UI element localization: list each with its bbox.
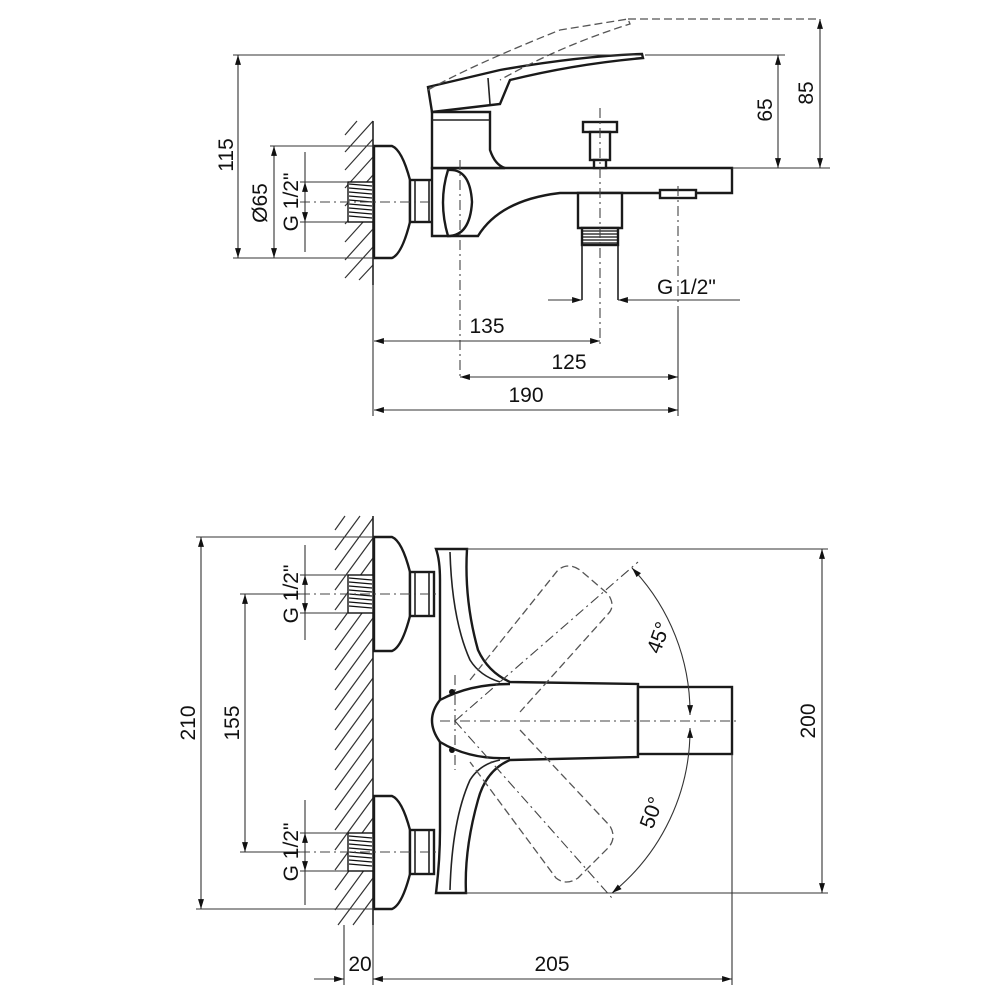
dim-angle-50: 50° — [636, 794, 668, 832]
dim-115: 115 — [215, 138, 238, 171]
dim-20: 20 — [348, 953, 371, 976]
dim-190: 190 — [508, 384, 543, 407]
dim-g12-lower: G 1/2" — [280, 823, 303, 882]
body-nut-side — [441, 168, 474, 238]
dim-210: 210 — [177, 705, 200, 740]
dim-155: 155 — [221, 705, 244, 740]
cartridge-housing-side — [430, 110, 506, 170]
dim-diameter-65: Ø65 — [249, 183, 272, 223]
dim-g12-upper: G 1/2" — [280, 565, 303, 624]
dim-200: 200 — [797, 703, 820, 738]
mixer-body-side — [430, 166, 734, 238]
dim-g12-inlet-side: G 1/2" — [280, 173, 303, 232]
lever-rotated-45-ghost — [469, 565, 613, 713]
top-view: 210 155 G 1/2" G 1/2" 45° 50° 200 20 205 — [177, 515, 828, 985]
dim-135: 135 — [469, 315, 504, 338]
dim-125: 125 — [551, 351, 586, 374]
lever-raised-ghost — [427, 18, 631, 91]
eccentric-connector-side — [408, 178, 436, 224]
lever-side — [426, 52, 645, 114]
dim-205: 205 — [534, 953, 569, 976]
dim-85: 85 — [795, 81, 818, 104]
lower-inlet-top — [347, 794, 436, 911]
side-view: 115 Ø65 G 1/2" 65 85 G 1/2" 135 125 190 — [215, 18, 830, 416]
dim-g12-outlet: G 1/2" — [657, 276, 716, 299]
lever-hub-top — [430, 682, 511, 760]
dim-65: 65 — [754, 98, 777, 121]
mixer-body-top — [434, 547, 640, 895]
